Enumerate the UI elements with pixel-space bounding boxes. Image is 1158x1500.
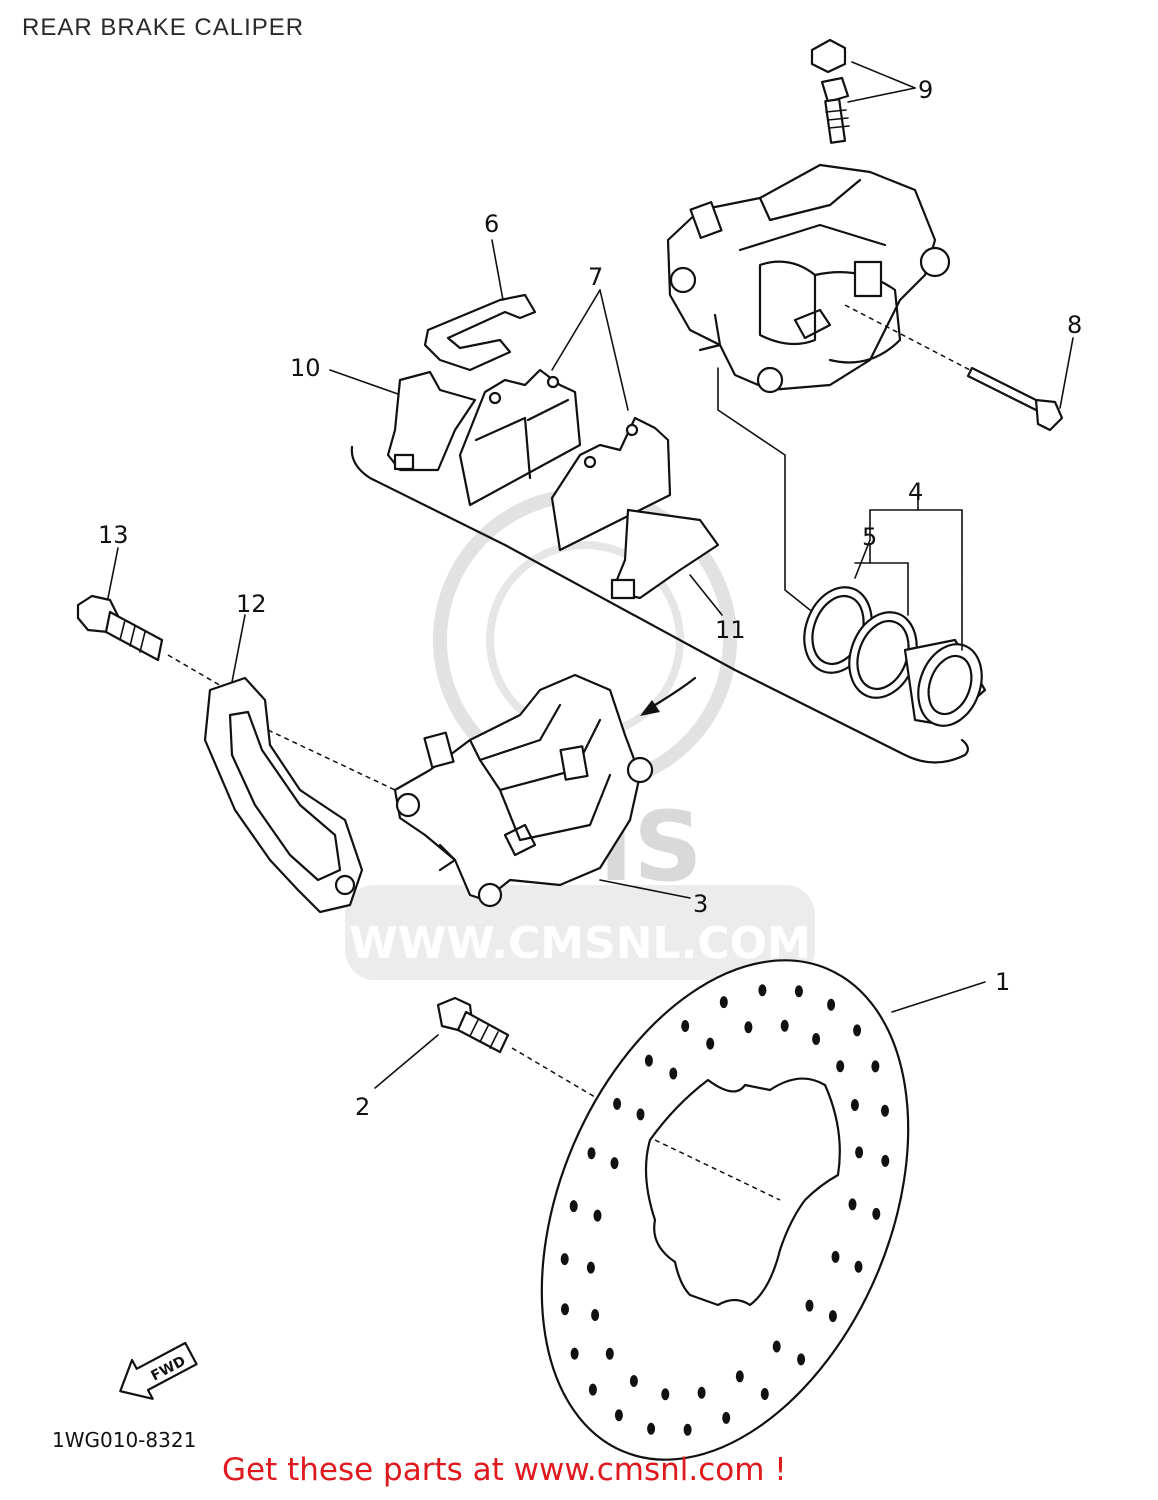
bolt-2 [436, 996, 510, 1054]
caliper-upper [666, 163, 951, 394]
callout-8: 8 [1067, 311, 1082, 339]
disc-hole [661, 1388, 670, 1401]
bolt-13 [76, 594, 164, 662]
disc-hole [853, 1024, 862, 1037]
disc-hole [614, 1409, 623, 1422]
disc-hole [831, 1250, 840, 1263]
kit-enclosure-line [350, 445, 969, 764]
disc-hole [647, 1422, 656, 1435]
disc-hole [605, 1347, 614, 1360]
caliper-bracket-12 [203, 676, 364, 914]
disc-hole [644, 1054, 653, 1067]
disc-hole [569, 1200, 578, 1213]
brake-pad-7a [458, 368, 582, 507]
disc-hole [636, 1108, 645, 1121]
disc-hole [697, 1386, 706, 1399]
callout-5: 5 [862, 523, 877, 551]
brake-disc-1 [540, 959, 910, 1461]
disc-hole [586, 1261, 595, 1274]
callout-9: 9 [918, 76, 933, 104]
disc-hole [588, 1383, 597, 1396]
bolt-8 [966, 366, 1064, 432]
callout-4: 4 [908, 478, 923, 506]
disc-hole [722, 1411, 731, 1424]
disc-hole [881, 1104, 889, 1117]
disc-hole [591, 1309, 600, 1321]
disc-hole [719, 996, 728, 1009]
callout-6: 6 [484, 210, 499, 238]
disc-hole [848, 1198, 857, 1211]
callout-11: 11 [715, 616, 746, 644]
disc-hole [772, 1340, 781, 1353]
disc-hole [881, 1154, 890, 1167]
callout-12: 12 [236, 590, 267, 618]
pad-spring-6 [423, 293, 537, 372]
disc-hole [735, 1370, 744, 1383]
disc-hole [827, 998, 836, 1011]
diagram-title: REAR BRAKE CALIPER [22, 14, 305, 41]
forward-direction-arrow: FWD [119, 1341, 198, 1400]
pad-support-11 [610, 508, 720, 600]
disc-hole [872, 1207, 881, 1220]
disc-hole [683, 1423, 692, 1436]
disc-hole [871, 1060, 880, 1073]
disc-hole [613, 1097, 622, 1110]
shim-10 [386, 370, 477, 472]
callout-2: 2 [355, 1093, 370, 1121]
disc-hole [593, 1209, 602, 1222]
disc-hole [706, 1037, 715, 1050]
disc-hole [836, 1060, 845, 1073]
promo-link[interactable]: Get these parts at www.cmsnl.com ! [222, 1452, 787, 1488]
callout-10: 10 [290, 354, 321, 382]
callout-3: 3 [693, 890, 708, 918]
brake-pad-7b [550, 416, 672, 552]
disc-hole [850, 1099, 859, 1111]
callout-7: 7 [588, 263, 603, 291]
disc-hole [812, 1033, 821, 1045]
disc-hole [780, 1019, 789, 1032]
callout-13: 13 [98, 521, 129, 549]
disc-hole [794, 985, 803, 998]
disc-hole [805, 1299, 814, 1312]
disc-hole [681, 1020, 690, 1032]
disc-hole [629, 1375, 638, 1387]
bleed-screw-9 [810, 38, 850, 144]
disc-hole [758, 984, 767, 997]
disc-hole [560, 1253, 569, 1266]
seal-5b [848, 611, 918, 699]
disc-hole [561, 1303, 569, 1316]
disc-hole [797, 1353, 806, 1366]
disc-hole [610, 1157, 619, 1170]
callout-1: 1 [995, 968, 1010, 996]
disc-hole [828, 1310, 837, 1323]
disc-hole [669, 1067, 678, 1080]
disc-hole [744, 1021, 753, 1034]
disc-hole [855, 1146, 864, 1159]
caliper-lower-3 [393, 673, 654, 908]
piston-4 [903, 638, 987, 727]
watermark-url: WWW.CMSNL.COM [349, 918, 811, 969]
disc-ventilation-holes [560, 984, 890, 1436]
disc-hole [570, 1347, 579, 1360]
disc-hole [760, 1388, 769, 1400]
diagram-code: 1WG010-8321 [52, 1428, 197, 1452]
disc-hole [854, 1260, 863, 1273]
disc-hole [587, 1147, 596, 1160]
